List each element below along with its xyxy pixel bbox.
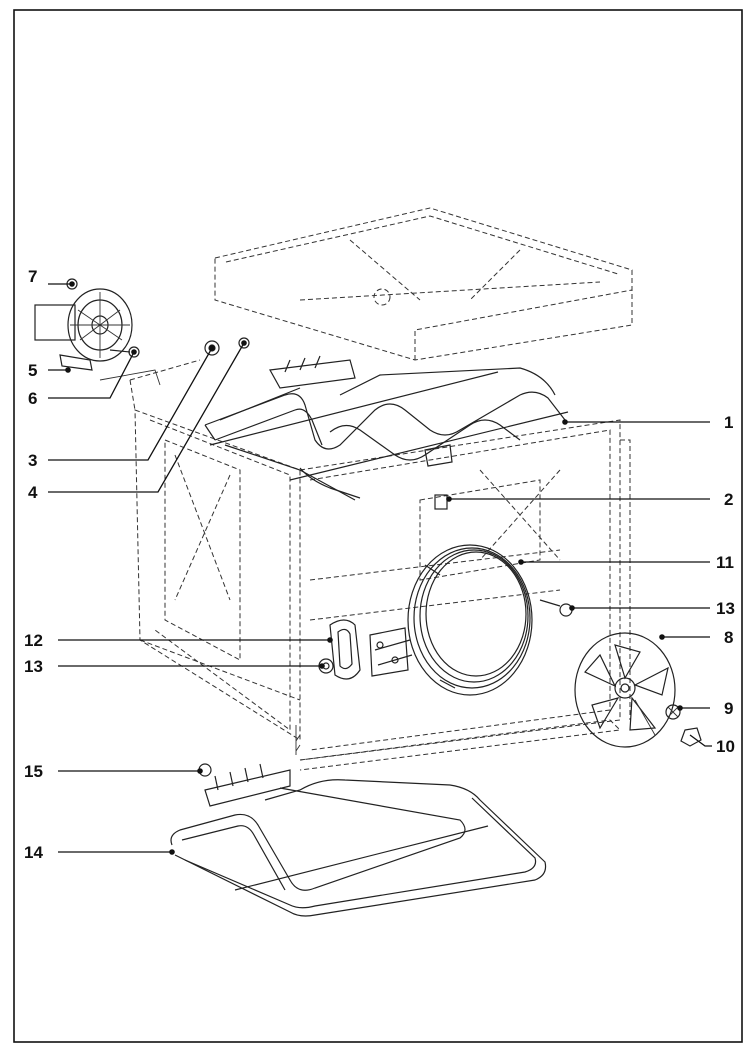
callout-14: 14 [24, 843, 43, 862]
callout-6: 6 [28, 389, 37, 408]
callout-13-left: 13 [24, 657, 43, 676]
callout-7: 7 [28, 267, 37, 286]
callout-8: 8 [724, 628, 733, 647]
oven-cavity [129, 207, 633, 771]
callout-15: 15 [24, 762, 43, 781]
callout-2: 2 [724, 490, 733, 509]
callout-9: 9 [724, 699, 733, 718]
circular-heating-element [318, 544, 573, 696]
callout-13-right: 13 [716, 599, 735, 618]
callout-11: 11 [716, 553, 734, 572]
callouts: 1 2 3 4 5 6 7 8 9 10 [24, 267, 735, 862]
callout-1: 1 [724, 413, 733, 432]
callout-3: 3 [28, 451, 37, 470]
diagram-frame [13, 9, 743, 1043]
fan-blade [574, 632, 702, 748]
callout-5: 5 [28, 361, 37, 380]
callout-10: 10 [716, 737, 735, 756]
fan-motor [34, 278, 161, 386]
top-grill-element [204, 355, 569, 510]
bottom-heating-element [170, 763, 547, 917]
callout-4: 4 [28, 483, 38, 502]
callout-12: 12 [24, 631, 43, 650]
